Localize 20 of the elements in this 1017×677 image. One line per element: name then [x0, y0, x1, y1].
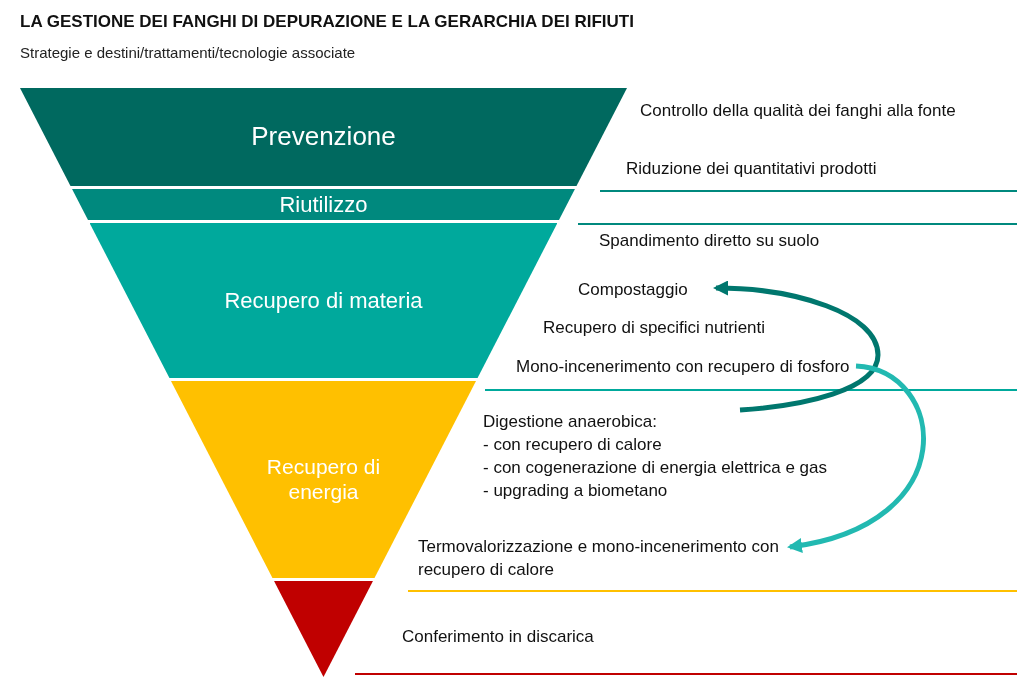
- title: LA GESTIONE DEI FANGHI DI DEPURAZIONE E LA GERARCHIA DEI RIFIUTI: [20, 12, 634, 32]
- band-label: Recupero di energia: [265, 455, 382, 504]
- item-text: Conferimento in discarica: [402, 627, 594, 647]
- item-text: Spandimento diretto su suolo: [599, 231, 820, 251]
- item-text: Compostaggio: [578, 279, 688, 301]
- band-label: Riutilizzo: [279, 191, 368, 218]
- band-label: Recupero di materia: [224, 287, 423, 314]
- subtitle: Strategie e destini/trattamenti/tecnologie associate: [20, 44, 356, 61]
- item-text: Riduzione dei quantitativi prodotti: [626, 159, 877, 179]
- item-text: Recupero di specifici nutrienti: [543, 318, 766, 338]
- item-text: Digestione anaerobica:: [483, 411, 657, 433]
- band-label: Prevenzione: [251, 122, 396, 152]
- item-text: - con recupero di calore: [483, 434, 662, 456]
- item-text: - con cogenerazione di energia elettrica e gas: [483, 457, 827, 479]
- curved-arrow: [787, 363, 926, 552]
- item-text: Mono-incenerimento con recupero di fosforo: [516, 356, 850, 378]
- item-text: Termovalorizzazione e mono-incenerimento con recupero di calore: [418, 536, 780, 581]
- item-text: - upgrading a biometano: [483, 480, 668, 502]
- curved-arrow: [713, 280, 881, 413]
- item-text: Controllo della qualità dei fanghi alla fonte: [640, 101, 956, 121]
